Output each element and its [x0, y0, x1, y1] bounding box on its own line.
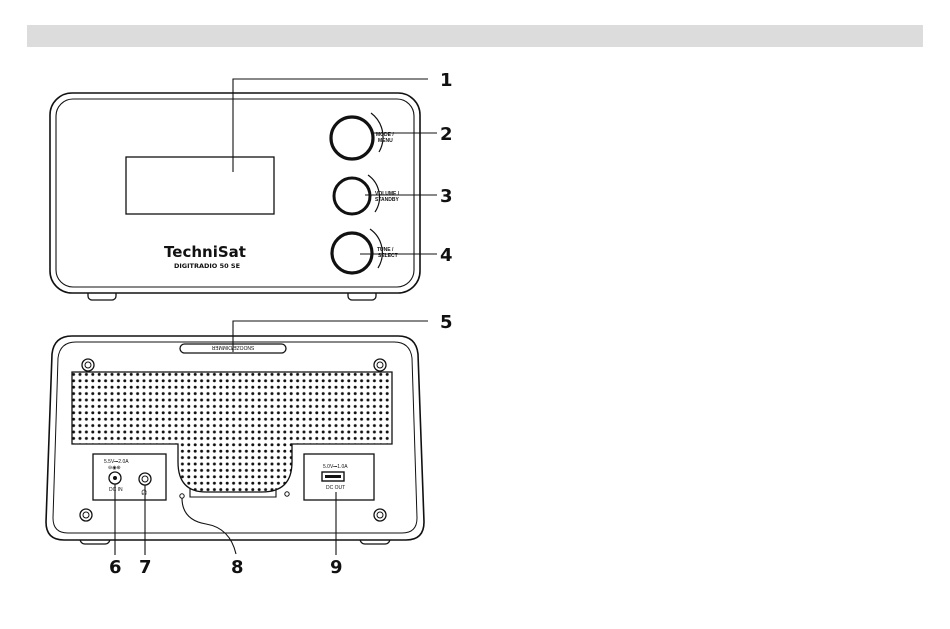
dc-out-label: DC OUT [326, 485, 345, 491]
reset-hole [180, 494, 184, 498]
callout-7: 7 [139, 557, 152, 578]
callout-5: 5 [440, 312, 453, 333]
polarity-symbol: ⊖◉⊕ [108, 465, 121, 471]
dc-out-rating: 5.0V⎓1.0A [323, 464, 348, 470]
volume-label-line2: STANDBY [375, 197, 399, 203]
callout-4: 4 [440, 245, 453, 266]
mode-label-line2: MENU [378, 138, 393, 144]
headphone-jack [139, 473, 151, 485]
brand-logo: TechniSat [164, 243, 246, 261]
callout-3: 3 [440, 186, 453, 207]
screw-top-right [374, 359, 386, 371]
screw-bottom-right [374, 509, 386, 521]
callout-2: 2 [440, 124, 453, 145]
callout-6: 6 [109, 557, 122, 578]
callout-8: 8 [231, 557, 244, 578]
callout-9: 9 [330, 557, 343, 578]
callout-1: 1 [440, 70, 453, 91]
front-view: TechniSat DIGITRADIO 50 SE MODE / MENU V… [50, 93, 420, 300]
dc-in-label: DC IN [109, 487, 123, 493]
model-name: DIGITRADIO 50 SE [174, 262, 240, 270]
screw-top-left [82, 359, 94, 371]
headphone-icon: 🎧 [141, 489, 147, 496]
back-view: SNOOZE/DIMMER 5.5V⎓2.0A ⊖◉⊕ DC IN 🎧 5.0V… [46, 336, 424, 544]
screw-bottom-left [80, 509, 92, 521]
